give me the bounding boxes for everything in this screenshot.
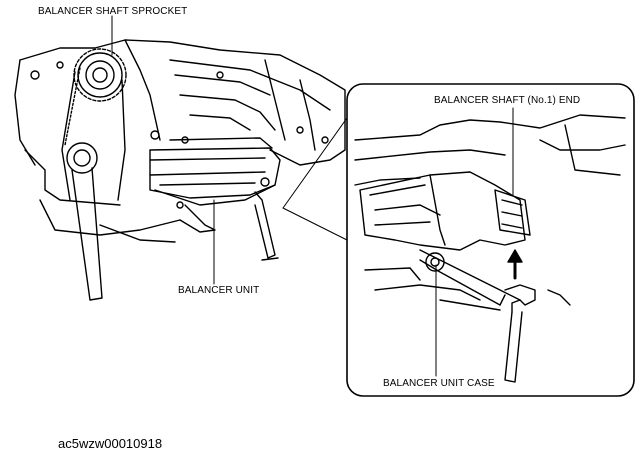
figure-id: ac5wzw00010918 (58, 436, 163, 451)
leader-lines-main (111, 15, 215, 285)
leader-lines-detail (435, 107, 514, 377)
balancer-unit (99, 137, 281, 261)
balancer-shaft-sprocket (61, 48, 127, 201)
label-balancer-shaft-no1-end: BALANCER SHAFT (No.1) END (434, 95, 581, 106)
label-balancer-unit: BALANCER UNIT (178, 285, 260, 296)
callout-connector (282, 117, 348, 241)
engine-block-outline (14, 39, 346, 236)
detail-illustration (354, 114, 626, 383)
label-balancer-shaft-sprocket: BALANCER SHAFT SPROCKET (38, 6, 188, 17)
socket-wrench (66, 142, 103, 301)
label-balancer-unit-case: BALANCER UNIT CASE (383, 378, 495, 389)
detail-callout-frame (346, 83, 635, 397)
